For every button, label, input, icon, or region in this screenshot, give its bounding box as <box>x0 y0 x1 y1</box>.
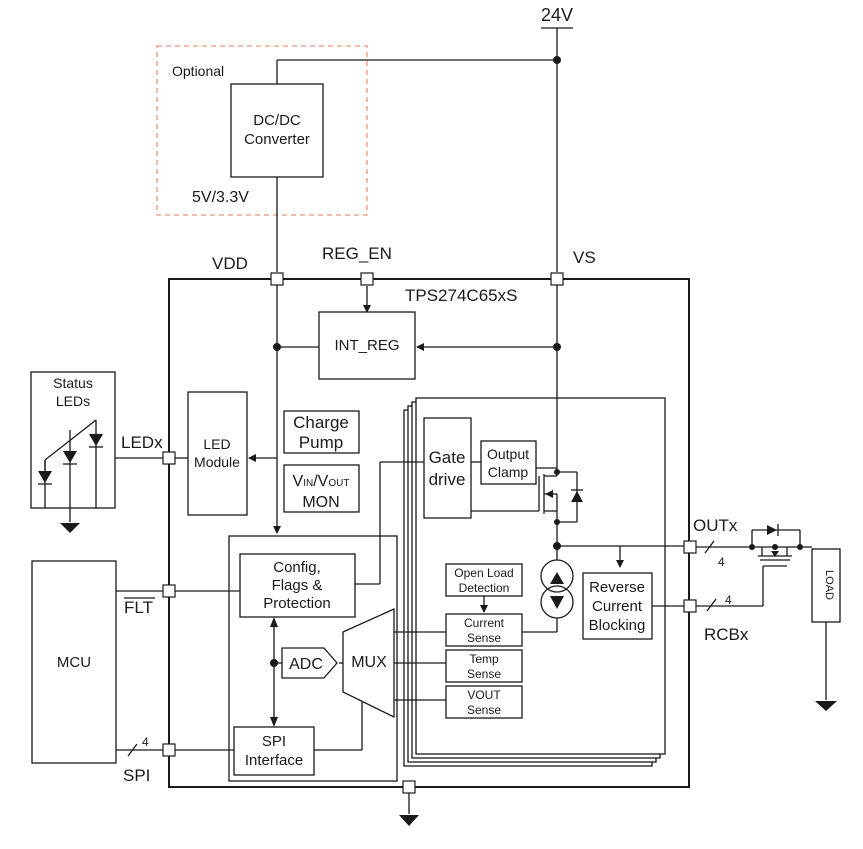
reverse-label: Current <box>592 598 643 615</box>
current-source-icon <box>550 596 564 609</box>
spi-interface-label: Interface <box>245 752 303 769</box>
pin-rcbx-label: RCBx <box>704 625 749 644</box>
bus-slash <box>127 743 138 757</box>
chip-outline <box>168 278 690 788</box>
vin-vout-label: VIN/VOUT <box>293 473 350 490</box>
dcdc-label: DC/DC <box>253 112 301 129</box>
temp-sense <box>445 649 523 683</box>
junction-dot <box>554 469 560 475</box>
pin-spi <box>162 743 176 757</box>
spi-config-link <box>270 617 278 627</box>
vout-sense-label: VOUT <box>467 688 501 702</box>
pin-flt <box>162 584 176 598</box>
status-leds-label: LEDs <box>56 393 90 409</box>
pin-outx <box>683 540 697 554</box>
pin-rcbx <box>683 599 697 613</box>
ground-icon <box>399 815 419 826</box>
vin-vout-monitor <box>283 464 360 513</box>
mosfet-icon <box>545 490 553 498</box>
bus-slash <box>704 540 715 554</box>
pin-gnd <box>402 780 416 794</box>
vout-sense <box>445 685 523 719</box>
spi-config-link <box>270 717 278 727</box>
int-reg-label: INT_REG <box>334 337 399 354</box>
led-module-label: LED <box>203 436 230 452</box>
mcu-block <box>31 560 117 764</box>
led-icon <box>38 471 52 483</box>
output-clamp-label: Output <box>487 446 529 462</box>
bus-width-label: 4 <box>718 555 725 569</box>
mux-label: MUX <box>351 654 387 671</box>
current-sense-label: Current <box>464 616 505 630</box>
optional-label: Optional <box>172 63 224 79</box>
pin-vdd-label: VDD <box>212 254 248 273</box>
mcu-label: MCU <box>57 654 91 671</box>
dcdc-output-label: 5V/3.3V <box>192 189 249 206</box>
reverse-current-blocking <box>582 572 653 640</box>
bus-width-label: 4 <box>725 593 732 607</box>
led-wire <box>44 419 97 461</box>
ext-fet-icon <box>771 551 779 557</box>
chip-name: TPS274C65xS <box>405 286 517 305</box>
current-source-icon <box>540 559 574 593</box>
charge-pump-label: Pump <box>299 433 343 452</box>
dcdc-converter <box>230 83 324 178</box>
current-source-icon <box>550 572 564 584</box>
config-label: Protection <box>263 595 331 612</box>
open-load-label: Open Load <box>454 566 513 580</box>
vin-vout-label: MON <box>302 494 339 511</box>
spi-interface <box>233 726 315 776</box>
pin-flt-label: FLT <box>124 598 153 617</box>
vout-sense-label: Sense <box>467 703 501 717</box>
ground-icon <box>815 701 837 711</box>
led-icon <box>89 434 103 446</box>
pin-spi-label: SPI <box>123 766 150 785</box>
bus-slash <box>706 598 717 612</box>
gate-drive-label: Gate <box>429 448 466 467</box>
status-leds-label: Status <box>53 375 93 391</box>
pin-ledx-label: LEDx <box>121 433 163 452</box>
pin-vs-label: VS <box>573 248 596 267</box>
pin-vs <box>550 272 564 286</box>
led-module <box>187 391 248 516</box>
int-reg-block <box>318 311 416 380</box>
charge-pump-label: Charge <box>293 413 349 432</box>
config-label: Config, <box>273 559 321 576</box>
open-load-detection <box>445 563 523 597</box>
gate-drive-label: drive <box>429 470 466 489</box>
output-clamp <box>480 440 537 485</box>
adc-label: ADC <box>289 656 323 673</box>
diode-icon <box>767 525 777 535</box>
load-label: LOAD <box>823 570 835 600</box>
pin-reg-en <box>360 272 374 286</box>
diode-icon <box>571 491 583 502</box>
pin-outx-label: OUTx <box>693 516 738 535</box>
supply-label: 24V <box>541 5 573 25</box>
temp-sense-label: Temp <box>469 652 499 666</box>
led-icon <box>63 451 77 463</box>
open-load-label: Detection <box>459 581 510 595</box>
temp-sense-label: Sense <box>467 667 501 681</box>
reverse-label: Blocking <box>589 617 646 634</box>
output-clamp-label: Clamp <box>488 464 529 480</box>
current-sense <box>445 613 523 647</box>
led-module-label: Module <box>194 454 240 470</box>
charge-pump <box>283 410 360 454</box>
mux-block <box>342 607 395 719</box>
config-flags-protection <box>239 553 356 618</box>
gate-drive <box>423 417 472 519</box>
digital-block <box>228 535 398 782</box>
ground-icon <box>60 523 80 533</box>
config-label: Flags & <box>272 577 323 594</box>
pin-vdd <box>270 272 284 286</box>
adc-block <box>281 647 338 679</box>
reverse-label: Reverse <box>589 579 645 596</box>
pin-reg-en-label: REG_EN <box>322 244 392 263</box>
spi-interface-label: SPI <box>262 733 286 750</box>
dcdc-label: Converter <box>244 131 310 148</box>
pin-ledx <box>162 451 176 465</box>
current-sense-label: Sense <box>467 631 501 645</box>
bus-width-label: 4 <box>142 735 149 749</box>
